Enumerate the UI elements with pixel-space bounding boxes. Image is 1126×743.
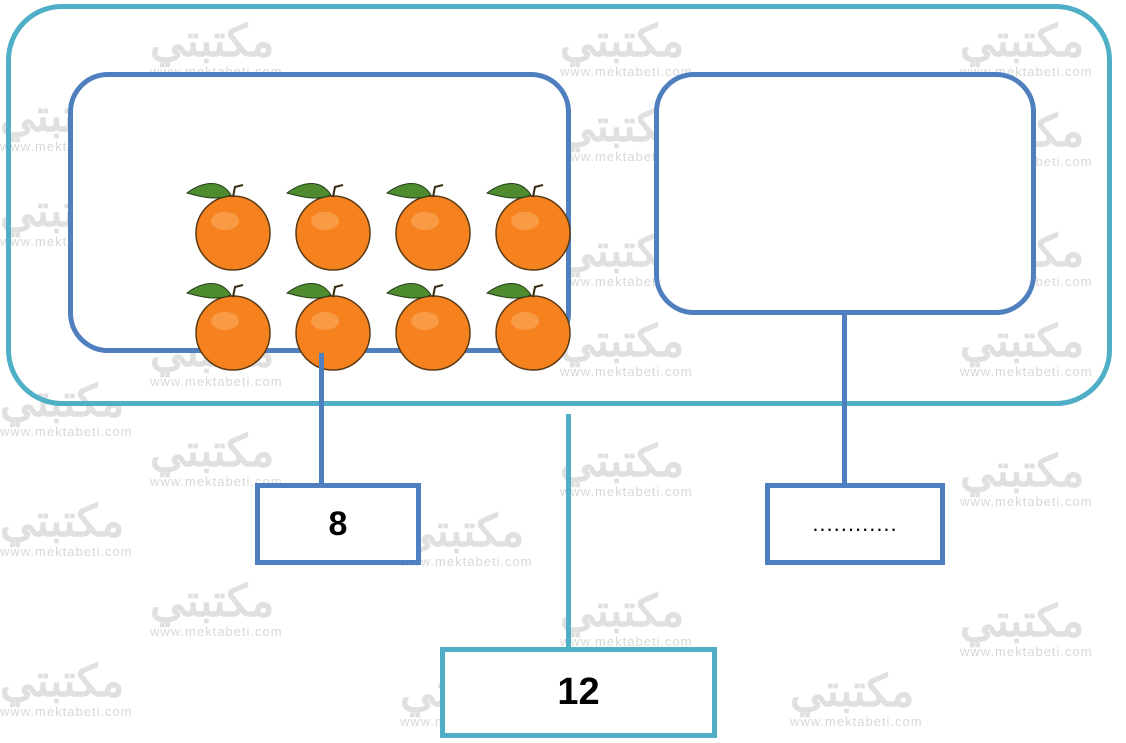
orange-icon bbox=[285, 183, 371, 271]
connector-right bbox=[842, 315, 847, 485]
whole-number: 12 bbox=[557, 671, 600, 713]
connector-left bbox=[319, 353, 324, 485]
unknown-part-answer-box[interactable]: ............ bbox=[765, 483, 945, 565]
unknown-part-blank: ............ bbox=[812, 511, 898, 536]
orange-icon bbox=[485, 183, 571, 271]
orange-icon bbox=[285, 283, 371, 371]
oranges-group bbox=[185, 183, 571, 371]
known-part-box bbox=[68, 72, 571, 371]
known-part-number: 8 bbox=[328, 504, 348, 543]
orange-icon bbox=[185, 283, 271, 371]
orange-icon bbox=[385, 183, 471, 271]
whole-number-box: 12 bbox=[440, 647, 717, 738]
orange-icon bbox=[485, 283, 571, 371]
orange-icon bbox=[385, 283, 471, 371]
known-part-number-box: 8 bbox=[255, 483, 421, 565]
whole-frame bbox=[6, 4, 1112, 406]
unknown-part-box bbox=[654, 72, 1036, 315]
orange-icon bbox=[185, 183, 271, 271]
connector-whole bbox=[566, 414, 571, 650]
